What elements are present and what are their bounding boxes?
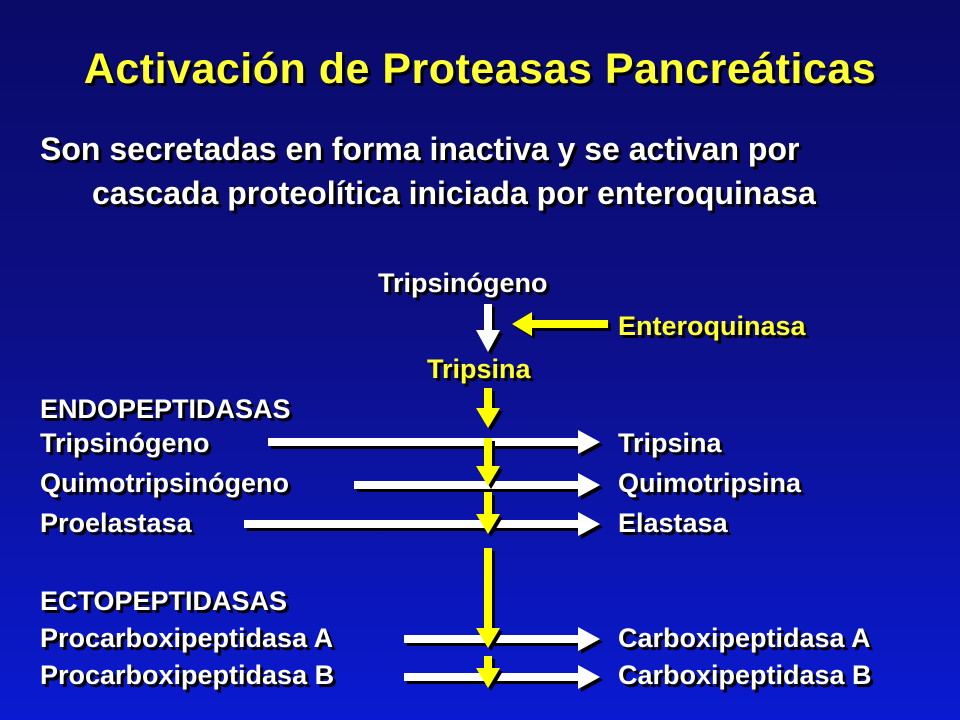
precursor-proelastasa: Proelastasa [40,508,192,538]
arrow-quimotripsinogeno-to-quimotripsina [354,473,600,497]
subtitle-line-1: Son secretadas en forma inactiva y se ac… [40,131,800,167]
arrow-enteroquinasa [512,312,608,336]
arrow-procarboxipeptidasa-a [404,627,600,651]
subtitle-line-2: cascada proteolítica iniciada por entero… [92,175,816,211]
activation-arrow-4 [476,548,500,648]
precursor-procarboxipeptidasa-a: Procarboxipeptidasa A [40,623,334,653]
precursor-procarboxipeptidasa-b: Procarboxipeptidasa B [40,660,335,690]
activation-arrow-1 [476,388,500,428]
enzyme-quimotripsina: Quimotripsina [618,468,802,498]
enzyme-carboxipeptidasa-a: Carboxipeptidasa A [618,623,871,653]
arrow-procarboxipeptidasa-b [404,665,600,689]
enzyme-tripsina: Tripsina [618,428,722,458]
arrow-proelastasa-to-elastasa [244,512,600,536]
precursor-tripsinogeno: Tripsinógeno [40,428,210,458]
enteroquinasa-label: Enteroquinasa [618,311,806,341]
top-precursor-label: Tripsinógeno [378,268,548,298]
enzyme-carboxipeptidasa-b: Carboxipeptidasa B [618,660,872,690]
activation-arrow-3 [476,492,500,534]
tripsina-top-label: Tripsina [427,354,531,384]
activation-arrow-5 [476,656,500,688]
slide-title: Activación de Proteasas Pancreáticas [83,45,877,93]
activation-arrow-2 [476,438,500,486]
arrow-tripsinogeno-to-tripsina [268,430,600,454]
ectopeptidases-heading: ECTOPEPTIDASAS [40,586,288,616]
enzyme-elastasa: Elastasa [618,508,728,538]
precursor-quimotripsinogeno: Quimotripsinógeno [40,468,289,498]
endopeptidases-heading: ENDOPEPTIDASAS [40,394,291,424]
arrow-tripsinogeno-down [476,304,500,352]
